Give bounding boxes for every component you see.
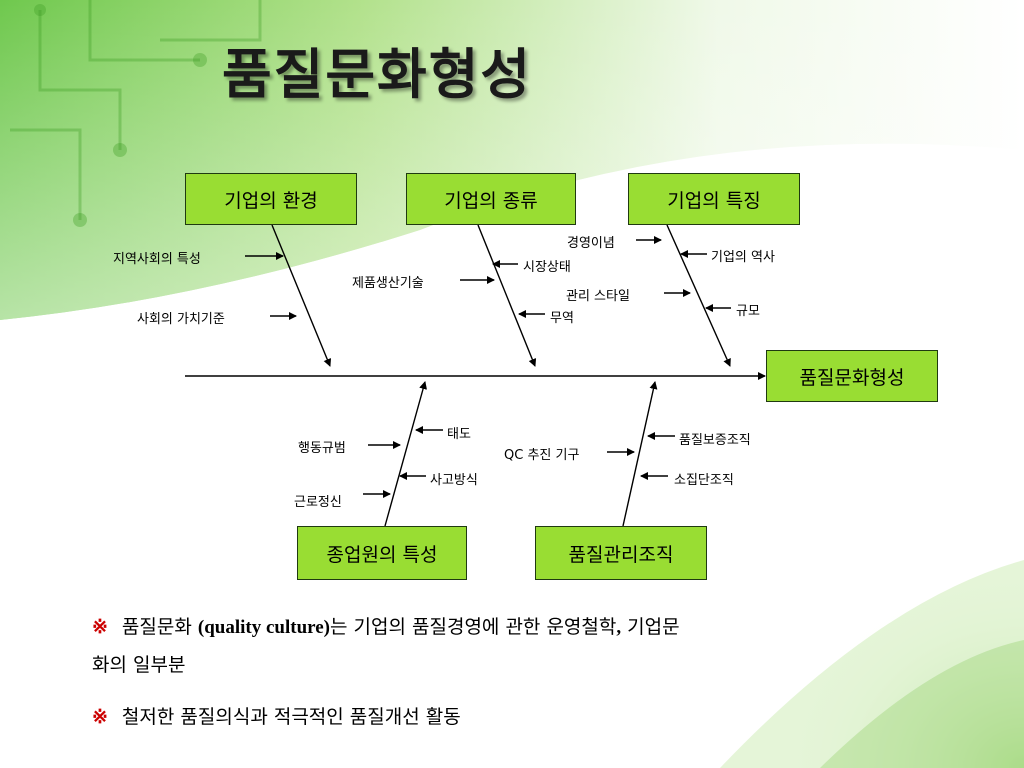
- cause-label: 소집단조직: [674, 473, 734, 488]
- note-activity: ※ 철저한 품질의식과 적극적인 품질개선 활동: [92, 702, 461, 729]
- note-definition-cont: 화의 일부분: [92, 654, 186, 676]
- cause-label: 기업의 역사: [711, 250, 775, 265]
- reference-mark: ※: [92, 616, 108, 638]
- cause-label: 사고방식: [430, 473, 478, 488]
- cause-label: 근로정신: [294, 495, 342, 510]
- cause-label: 행동규범: [298, 441, 346, 456]
- reference-mark: ※: [92, 706, 108, 728]
- cause-label: 제품생산기술: [352, 276, 424, 291]
- note-text: 기업문: [621, 616, 680, 638]
- category-box-quality-org: 품질관리조직: [535, 526, 707, 580]
- category-box-feature: 기업의 특징: [628, 173, 800, 225]
- category-box-employee: 종업원의 특성: [297, 526, 467, 580]
- cause-label: 무역: [550, 311, 574, 326]
- cause-label: 규모: [736, 304, 760, 319]
- note-english-term: (quality culture): [197, 617, 331, 638]
- slide-title: 품질문화형성: [222, 43, 533, 106]
- note-text: 품질문화: [121, 616, 198, 638]
- bone-environment: [271, 224, 332, 367]
- cause-label: 시장상태: [523, 260, 571, 275]
- category-box-environment: 기업의 환경: [185, 173, 357, 225]
- effect-box: 품질문화형성: [766, 350, 938, 402]
- cause-label: QC 추진 기구: [504, 448, 580, 463]
- cause-label: 지역사회의 특성: [113, 252, 201, 267]
- bone-employee: [384, 381, 427, 527]
- category-box-type: 기업의 종류: [406, 173, 576, 225]
- note-text: 는 기업의 품질경영에 관한 운영철학: [330, 616, 617, 638]
- note-definition: ※ 품질문화 (quality culture)는 기업의 품질경영에 관한 운영…: [92, 612, 942, 639]
- cause-label: 관리 스타일: [566, 289, 630, 304]
- cause-label: 사회의 가치기준: [137, 312, 225, 327]
- cause-label: 태도: [447, 427, 471, 442]
- note-comma: ,: [616, 617, 622, 638]
- bone-quality-org: [622, 381, 658, 527]
- note-text: 철저한 품질의식과 적극적인 품질개선 활동: [121, 706, 461, 728]
- bone-feature: [666, 224, 731, 367]
- bone-type: [477, 224, 537, 367]
- cause-label: 경영이념: [567, 236, 615, 251]
- cause-label: 품질보증조직: [679, 433, 751, 448]
